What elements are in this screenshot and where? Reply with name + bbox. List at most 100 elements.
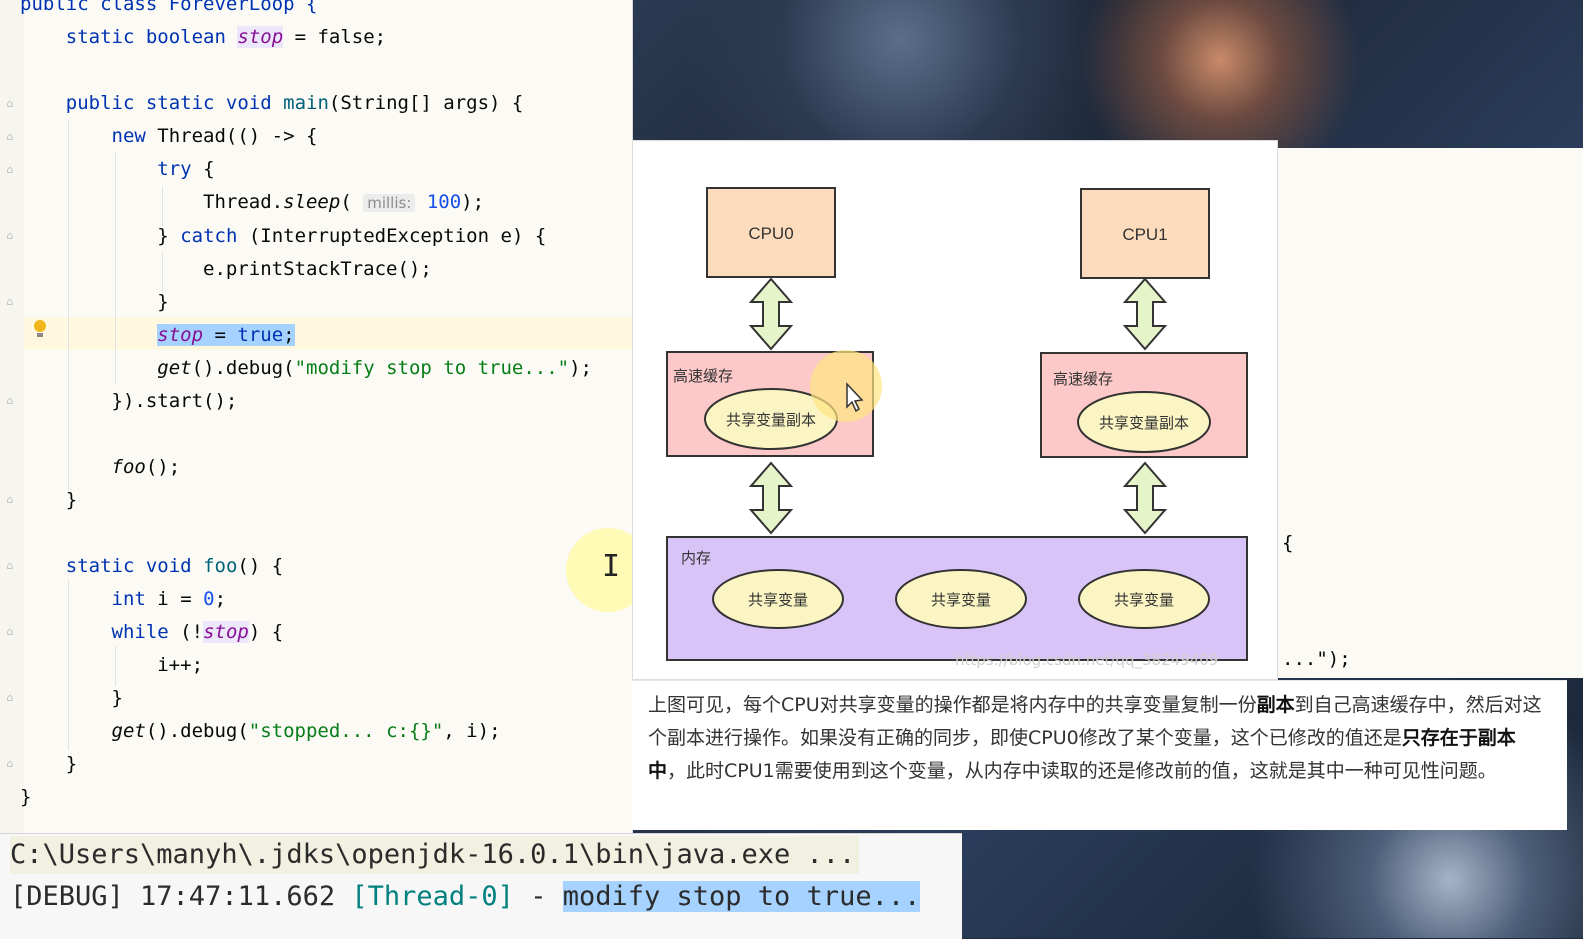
editor-right-strip[interactable]: { ..."); [1278, 148, 1583, 678]
code-text: (InterruptedException e) { [248, 225, 547, 247]
cache1-copy-label: 共享变量副本 [1099, 414, 1189, 432]
console-message[interactable]: modify stop to true... [562, 881, 921, 912]
fold-icon[interactable]: ⌂ [6, 97, 14, 110]
variable-i: i [157, 588, 169, 610]
code-text: = false; [294, 26, 387, 48]
indent-guide [162, 186, 163, 226]
code-text: ); [461, 191, 485, 213]
diagram-svg: CPU0 CPU1 高速缓存 共享变量副本 高速缓存 共享变量副本 内存 共享变… [666, 187, 1248, 670]
variable-i: i [466, 720, 478, 742]
code-text: } [65, 489, 78, 511]
cache0-label: 高速缓存 [673, 367, 733, 385]
keyword: int [111, 588, 146, 610]
double-arrow-icon [750, 278, 792, 350]
memory-label: 内存 [681, 549, 711, 567]
indent-guide [68, 120, 69, 490]
fold-icon[interactable]: ⌂ [6, 295, 14, 308]
cpu1-label: CPU1 [1122, 225, 1167, 244]
double-arrow-icon [1124, 278, 1166, 350]
keyword: static void [65, 555, 192, 577]
code-text: ); [477, 720, 501, 742]
string-literal: "modify stop to true..." [294, 357, 570, 379]
keyword: public static void [65, 92, 272, 114]
shared-var-oval [1078, 569, 1210, 629]
indent-guide [162, 252, 163, 292]
run-console[interactable]: C:\Users\manyh\.jdks\openjdk-16.0.1\bin\… [0, 833, 962, 939]
code-text: , [443, 720, 455, 742]
fold-icon[interactable]: ⌂ [6, 163, 14, 176]
source-code[interactable]: public class ForeverLoop { static boolea… [20, 0, 592, 814]
cache1-label: 高速缓存 [1053, 370, 1113, 388]
string-literal: "stopped... c:{}" [248, 720, 444, 742]
watermark-text: https://blog.csdn.net/qq_38249409 [955, 651, 1218, 670]
cache0-copy-label: 共享变量副本 [726, 411, 816, 429]
keyword: new [111, 125, 146, 147]
shared-var-oval [712, 569, 844, 629]
code-text: = [214, 324, 226, 346]
fold-icon[interactable]: ⌂ [6, 394, 14, 407]
indent-guide [115, 153, 116, 383]
code-text: } [111, 687, 123, 709]
keyword: static boolean [65, 26, 226, 48]
lightbulb-icon[interactable] [32, 320, 48, 340]
console-timestamp: [DEBUG] 17:47:11.662 [10, 881, 336, 912]
description-bold: 只存在于副本中 [648, 727, 1516, 782]
mouse-highlight [810, 350, 882, 422]
shared-var-label: 共享变量 [748, 591, 808, 609]
code-text: (String[] args) { [328, 92, 524, 114]
fold-icon[interactable]: ⌂ [6, 130, 14, 143]
description-text: ，此时CPU1需要使用到这个变量，从内存中读取的还是修改前的值，这就是其中一种可… [667, 760, 1497, 782]
fold-icon[interactable]: ⌂ [6, 757, 14, 770]
keyword: try [157, 158, 192, 180]
code-text: (! [180, 621, 204, 643]
method-call: get [111, 720, 146, 742]
fold-icon[interactable]: ⌂ [6, 493, 14, 506]
mouse-pointer-icon [846, 382, 864, 413]
field-stop: stop [237, 26, 284, 48]
method-call: sleep [283, 191, 341, 213]
shared-var-label: 共享变量 [931, 591, 991, 609]
shared-var-oval [895, 569, 1027, 629]
code-text: } [65, 753, 78, 775]
code-text: ..."); [1282, 648, 1351, 670]
code-text: Thread(() -> { [157, 125, 318, 147]
code-text: ().debug( [191, 357, 295, 379]
cpu1-box [1080, 188, 1210, 279]
code-text: (); [145, 456, 181, 478]
method-name: foo [203, 555, 238, 577]
number-literal: 0 [203, 588, 215, 610]
cpu0-box [706, 187, 836, 278]
text-cursor-icon: I [602, 549, 621, 584]
selected-statement[interactable]: stop = true; [157, 324, 295, 346]
method-call: foo [111, 456, 146, 478]
fold-icon[interactable]: ⌂ [6, 559, 14, 572]
code-text: { [1282, 532, 1294, 554]
code-text: { [203, 158, 215, 180]
indent-guide [115, 646, 116, 686]
code-text: ) { [248, 621, 284, 643]
fold-icon[interactable]: ⌂ [6, 229, 14, 242]
editor-gutter: ⌂ ⌂ ⌂ ⌂ ⌂ ⌂ ⌂ ⌂ ⌂ ⌂ ⌂ [0, 0, 24, 833]
current-line-highlight [24, 317, 632, 350]
double-arrow-icon [1124, 462, 1166, 534]
description-text: 到自己高速缓存中，然后对这个副本进行操作。如果没有正确的同步，即使CPU0修改了… [648, 694, 1542, 749]
code-line: public class ForeverLoop { [20, 0, 317, 15]
keyword: while [111, 621, 169, 643]
fold-icon[interactable]: ⌂ [6, 625, 14, 638]
keyword: true [237, 324, 284, 346]
code-text: } [20, 786, 32, 808]
field-stop: stop [157, 324, 204, 346]
fold-icon[interactable]: ⌂ [6, 691, 14, 704]
code-text: ().debug( [145, 720, 249, 742]
code-editor[interactable]: ⌂ ⌂ ⌂ ⌂ ⌂ ⌂ ⌂ ⌂ ⌂ ⌂ ⌂ public class Forev… [0, 0, 650, 833]
code-text: ( [340, 191, 352, 213]
parameter-hint: millis: [363, 194, 416, 212]
double-arrow-icon [750, 462, 792, 534]
description-text: 上图可见，每个CPU对共享变量的操作都是将内存中的共享变量复制一份 [648, 694, 1257, 716]
console-output-line: [DEBUG] 17:47:11.662 [Thread-0] - modify… [10, 878, 921, 916]
code-text: i++; [157, 654, 204, 676]
code-text: } [157, 291, 169, 313]
console-command-line: C:\Users\manyh\.jdks\openjdk-16.0.1\bin\… [10, 836, 860, 874]
diagram-description: 上图可见，每个CPU对共享变量的操作都是将内存中的共享变量复制一份副本到自己高速… [632, 680, 1567, 830]
number-literal: 100 [426, 191, 462, 213]
